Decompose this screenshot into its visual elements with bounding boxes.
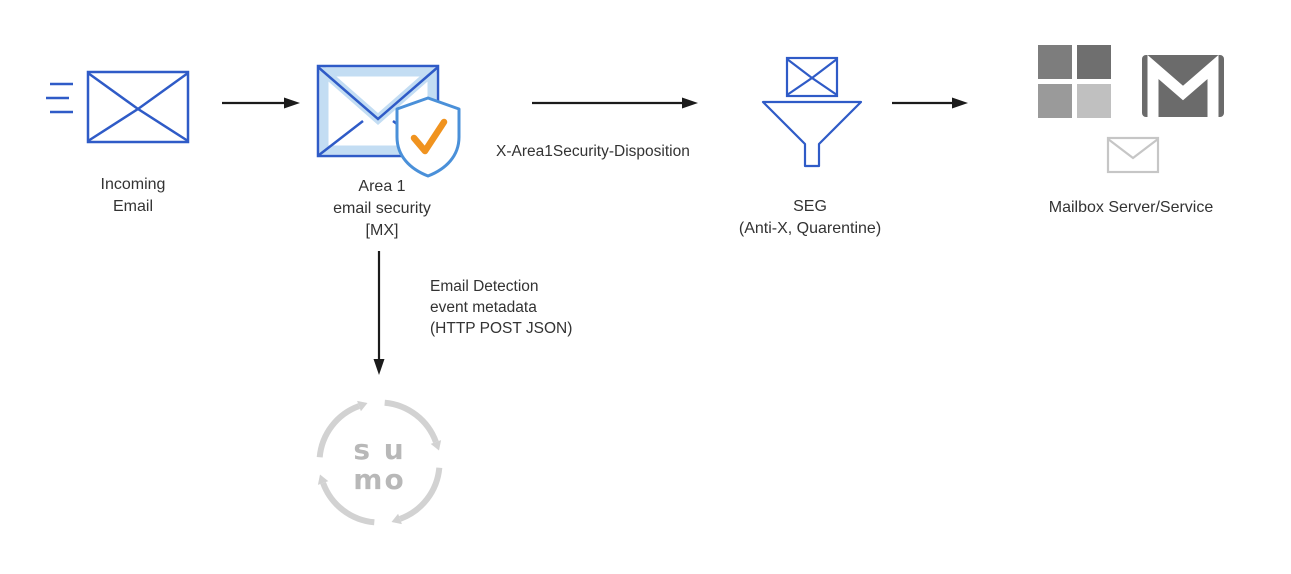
seg-funnel-icon xyxy=(761,56,863,168)
area1-label: Area 1 email security [MX] xyxy=(333,178,431,239)
microsoft-logo-icon xyxy=(1038,45,1111,118)
sumo-logo-text-line2: mo xyxy=(353,463,405,496)
incoming-envelope-icon xyxy=(46,70,190,144)
seg-label: SEG (Anti-X, Quarentine) xyxy=(738,198,882,237)
checkmark-icon xyxy=(410,118,448,155)
sumo-logo-text-line1: s u xyxy=(353,433,405,466)
area1-envelope-shield-icon xyxy=(316,64,461,178)
gmail-icon xyxy=(1142,55,1224,117)
arrow-down-icon xyxy=(373,251,385,375)
arrow-right-icon xyxy=(532,97,698,109)
arrow-right-icon xyxy=(222,97,300,109)
metadata-label: Email Detection event metadata (HTTP POS… xyxy=(430,278,573,337)
disposition-header-label: X-Area1Security-Disposition xyxy=(496,143,690,160)
arrow-right-icon xyxy=(892,97,968,109)
shield-icon xyxy=(395,96,461,178)
mail-envelope-icon xyxy=(1106,136,1160,174)
incoming-email-label: Incoming Email xyxy=(100,176,166,215)
mailbox-label: Mailbox Server/Service xyxy=(1048,199,1214,216)
sumo-logic-logo-icon: s u mo xyxy=(312,395,447,530)
